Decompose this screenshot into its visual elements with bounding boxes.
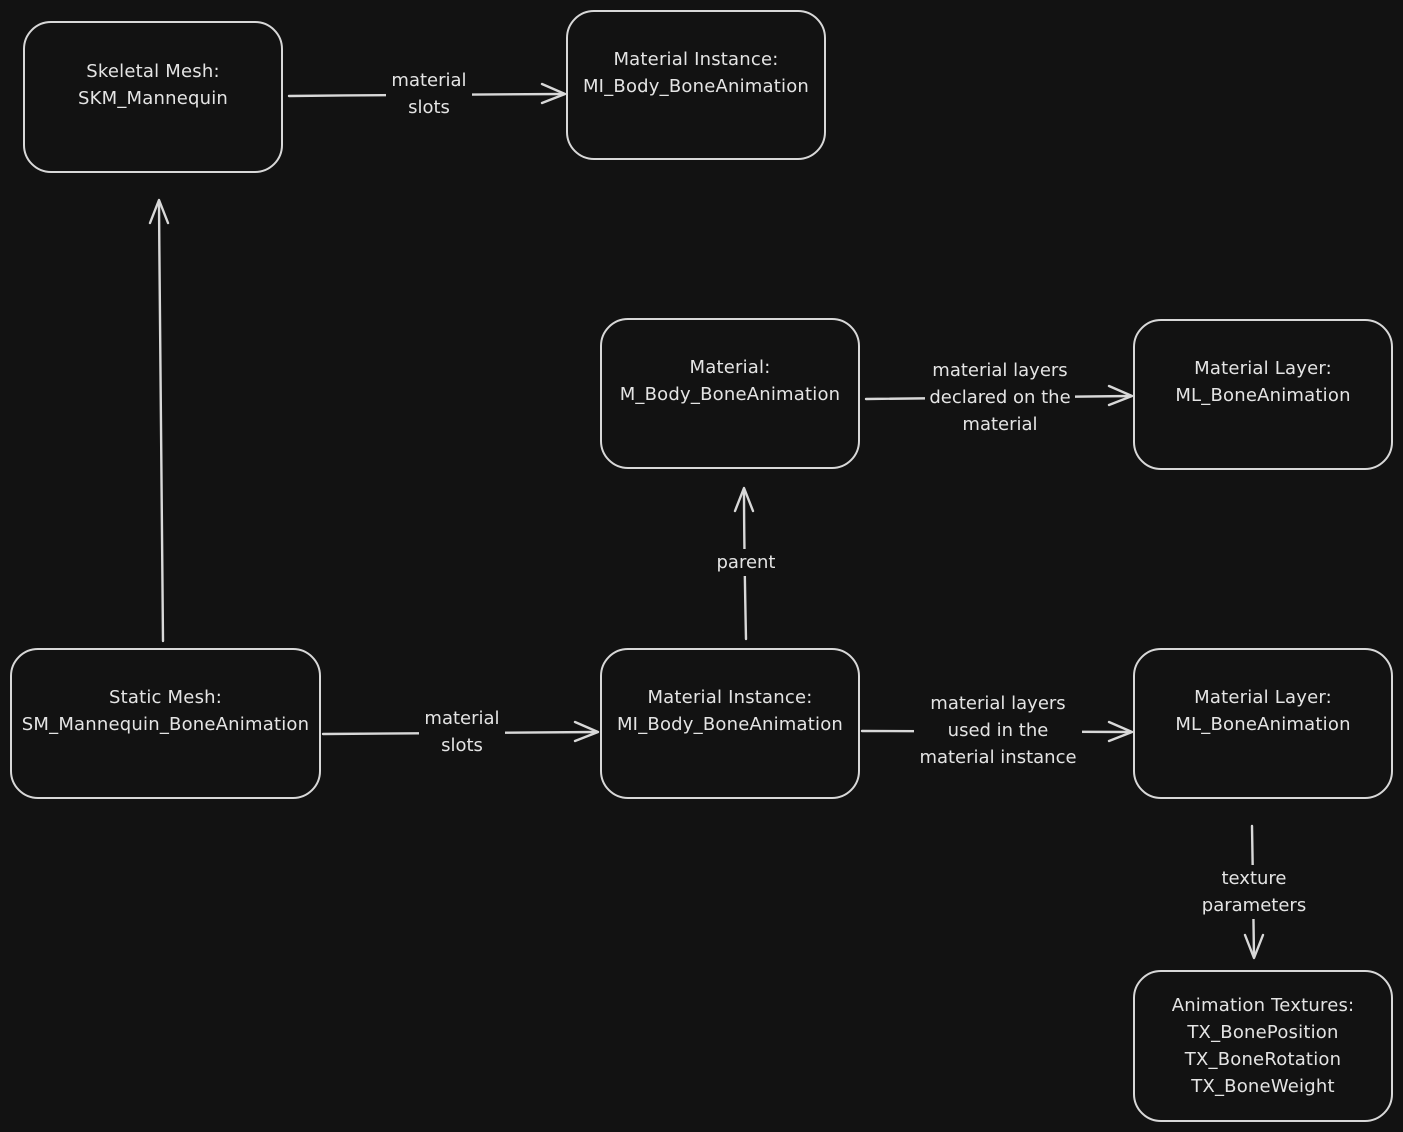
edge-label-skm-to-mi: material slots — [386, 67, 472, 121]
edge-sm-to-skm — [148, 198, 170, 643]
node-material-instance-top-line-2: MI_Body_BoneAnimation — [582, 76, 810, 97]
node-material-line-1: Material: — [689, 357, 771, 378]
edge-label-m-to-ml: material layers declared on the material — [925, 357, 1075, 438]
node-skeletal-mesh-line-1: Skeletal Mesh: — [86, 61, 220, 82]
node-static-mesh[interactable]: Static Mesh: SM_Mannequin_BoneAnimation — [10, 648, 321, 799]
node-material-layer-top-line-2: ML_BoneAnimation — [1175, 385, 1351, 406]
node-animation-textures[interactable]: Animation Textures: TX_BonePosition TX_B… — [1133, 970, 1393, 1122]
edge-label-ml-to-tex-line-1: texture — [1221, 868, 1287, 889]
edge-label-mi-to-ml-line-1: material layers — [930, 693, 1066, 714]
edge-label-parent: parent — [708, 549, 784, 576]
edge-label-ml-to-tex-line-2: parameters — [1201, 895, 1307, 916]
edge-label-m-to-ml-line-2: declared on the — [929, 387, 1071, 408]
edge-label-mi-to-ml-line-2: used in the — [947, 720, 1049, 741]
edge-label-sm-to-mi-line-2: slots — [441, 735, 483, 756]
edge-label-m-to-ml-line-1: material layers — [932, 360, 1068, 381]
node-material-layer-top-line-1: Material Layer: — [1194, 358, 1332, 379]
edge-label-mi-to-ml: material layers used in the material ins… — [914, 690, 1082, 771]
node-animation-textures-line-1: Animation Textures: — [1171, 995, 1355, 1016]
node-animation-textures-line-4: TX_BoneWeight — [1191, 1076, 1335, 1097]
edge-label-m-to-ml-line-3: material — [962, 414, 1038, 435]
node-static-mesh-line-1: Static Mesh: — [108, 687, 223, 708]
node-material-layer-bottom[interactable]: Material Layer: ML_BoneAnimation — [1133, 648, 1393, 799]
node-material-layer-bottom-line-2: ML_BoneAnimation — [1175, 714, 1351, 735]
node-material-instance-bottom-line-2: MI_Body_BoneAnimation — [616, 714, 844, 735]
edge-label-skm-to-mi-line-2: slots — [408, 97, 450, 118]
edge-label-mi-to-ml-line-3: material instance — [919, 747, 1077, 768]
node-animation-textures-line-2: TX_BonePosition — [1187, 1022, 1339, 1043]
node-skeletal-mesh-line-2: SKM_Mannequin — [77, 88, 229, 109]
node-material[interactable]: Material: M_Body_BoneAnimation — [600, 318, 860, 469]
node-material-instance-bottom-line-1: Material Instance: — [647, 687, 813, 708]
node-material-layer-top[interactable]: Material Layer: ML_BoneAnimation — [1133, 319, 1393, 470]
node-material-instance-top[interactable]: Material Instance: MI_Body_BoneAnimation — [566, 10, 826, 160]
node-material-instance-bottom[interactable]: Material Instance: MI_Body_BoneAnimation — [600, 648, 860, 799]
edge-label-skm-to-mi-line-1: material — [391, 70, 467, 91]
node-skeletal-mesh[interactable]: Skeletal Mesh: SKM_Mannequin — [23, 21, 283, 173]
edge-label-sm-to-mi: material slots — [419, 705, 505, 759]
node-static-mesh-line-2: SM_Mannequin_BoneAnimation — [21, 714, 310, 735]
edge-label-ml-to-tex: texture parameters — [1196, 865, 1312, 919]
node-animation-textures-line-3: TX_BoneRotation — [1184, 1049, 1342, 1070]
edge-label-parent-line-1: parent — [716, 552, 776, 573]
edge-label-sm-to-mi-line-1: material — [424, 708, 500, 729]
node-material-layer-bottom-line-1: Material Layer: — [1194, 687, 1332, 708]
node-material-instance-top-line-1: Material Instance: — [613, 49, 779, 70]
node-material-line-2: M_Body_BoneAnimation — [619, 384, 841, 405]
